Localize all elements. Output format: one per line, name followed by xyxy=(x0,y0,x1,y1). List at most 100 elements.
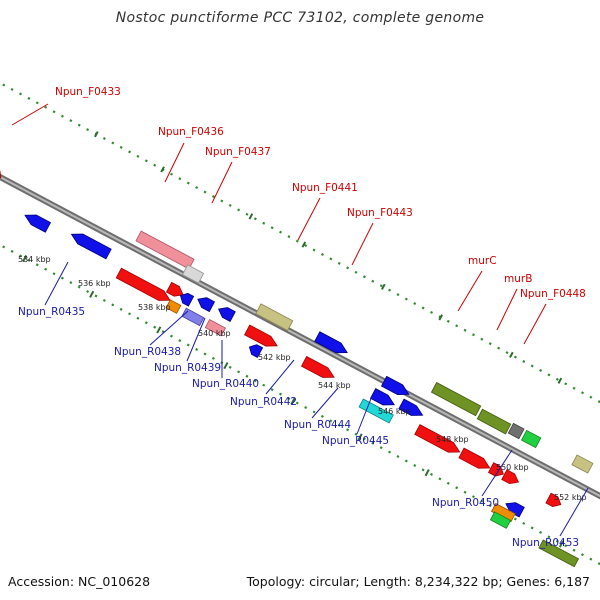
reverse-box-3 xyxy=(358,398,394,424)
tick-label[interactable]: 548 kbp xyxy=(436,435,469,444)
reverse-track-dot xyxy=(480,499,484,503)
forward-gene-4[interactable] xyxy=(414,424,461,453)
reverse-track-dot xyxy=(346,428,350,432)
reverse-box-5 xyxy=(489,511,512,529)
backbone-layer xyxy=(0,173,600,500)
mid-blue-gene-0[interactable] xyxy=(380,375,410,395)
reverse-gene-6[interactable] xyxy=(505,502,525,518)
forward-blue-gene-0[interactable] xyxy=(314,331,348,354)
tick-label[interactable]: 540 kbp xyxy=(198,329,231,338)
reverse-track-dot xyxy=(77,285,81,289)
reverse-track-dot xyxy=(228,365,232,369)
forward-track-dot xyxy=(572,386,576,390)
reverse-gene-label[interactable]: Npun_R0438 xyxy=(114,346,181,358)
forward-leader-line xyxy=(164,142,185,183)
forward-track-dot xyxy=(287,235,291,239)
tick-label[interactable]: 552 kbp xyxy=(554,493,587,502)
reverse-track-dot xyxy=(161,330,165,334)
reverse-box-0 xyxy=(165,299,182,314)
forward-gene-label[interactable]: Npun_F0443 xyxy=(347,207,413,219)
reverse-track-dot xyxy=(211,356,215,360)
forward-track-dot xyxy=(513,355,517,359)
tick-label[interactable]: 546 kbp xyxy=(378,407,411,416)
forward-gene-label[interactable]: murC xyxy=(468,255,497,267)
forward-gene-2[interactable] xyxy=(244,324,278,347)
reverse-gene-label[interactable]: Npun_R0442 xyxy=(230,396,297,408)
forward-track-dot xyxy=(471,333,475,337)
forward-track-dot xyxy=(480,337,484,341)
tick-label[interactable]: 534 kbp xyxy=(18,255,51,264)
reverse-track-dot xyxy=(388,450,392,454)
reverse-track-dot xyxy=(522,521,526,525)
forward-track-dot xyxy=(404,297,408,301)
reverse-track-dot xyxy=(547,535,551,539)
reverse-gene-label[interactable]: Npun_R0444 xyxy=(284,419,351,431)
forward-gene-5[interactable] xyxy=(458,447,491,469)
forward-track-dot xyxy=(170,172,173,176)
reverse-gene-label[interactable]: Npun_R0445 xyxy=(322,435,389,447)
reverse-gene-0[interactable] xyxy=(24,214,52,233)
reverse-gene-1[interactable] xyxy=(70,233,112,260)
reverse-gene-label[interactable]: Npun_R0453 xyxy=(512,537,579,549)
reverse-track-dot xyxy=(320,414,324,418)
forward-track-dot xyxy=(530,364,534,368)
forward-gene-8[interactable] xyxy=(545,492,562,507)
forward-gene-label[interactable]: Npun_F0437 xyxy=(205,146,271,158)
reverse-track-dot xyxy=(354,432,358,436)
forward-track-dot xyxy=(270,226,274,230)
reverse-track-dot xyxy=(312,410,316,414)
reverse-tick xyxy=(558,540,564,548)
forward-track-dot xyxy=(555,377,559,381)
tick-label[interactable]: 550 kbp xyxy=(496,463,529,472)
mid-blue-gene-1[interactable] xyxy=(398,398,424,416)
tick-label[interactable]: 542 kbp xyxy=(258,353,291,362)
reverse-track-dot xyxy=(279,392,282,396)
forward-tick xyxy=(557,377,563,384)
reverse-track-dot xyxy=(430,472,433,476)
forward-gene-7[interactable] xyxy=(501,469,520,485)
reverse-gene-label[interactable]: Npun_R0435 xyxy=(18,306,85,318)
forward-gene-label[interactable]: Npun_F0436 xyxy=(158,126,224,138)
reverse-track-dot xyxy=(111,303,115,307)
forward-gene-label[interactable]: Npun_F0448 xyxy=(520,288,586,300)
forward-tick xyxy=(248,213,254,220)
forward-tick xyxy=(509,351,514,359)
forward-track-dot xyxy=(220,199,224,203)
forward-track-dot xyxy=(589,395,593,399)
forward-track-dot xyxy=(497,346,501,350)
forward-box-5 xyxy=(507,422,525,440)
tick-label[interactable]: 544 kbp xyxy=(318,381,351,390)
reverse-gene-label[interactable]: Npun_R0450 xyxy=(432,497,499,509)
reverse-gene-label[interactable]: Npun_R0440 xyxy=(192,378,259,390)
forward-gene-1[interactable] xyxy=(165,281,184,297)
reverse-track-dot xyxy=(362,437,366,441)
forward-box-3 xyxy=(430,381,482,417)
reverse-box-2 xyxy=(204,319,227,337)
tick-label[interactable]: 536 kbp xyxy=(78,279,111,288)
tick-label[interactable]: 538 kbp xyxy=(138,303,171,312)
reverse-tick xyxy=(22,255,28,263)
reverse-gene-5[interactable] xyxy=(248,344,264,359)
forward-gene-edge[interactable] xyxy=(0,168,2,180)
reverse-gene-3[interactable] xyxy=(197,297,216,313)
forward-track-dot xyxy=(2,83,6,87)
forward-track-dot xyxy=(312,248,316,252)
forward-gene-0[interactable] xyxy=(115,267,171,301)
forward-gene-3[interactable] xyxy=(300,355,335,378)
reverse-track-dot xyxy=(446,481,450,485)
reverse-gene-4[interactable] xyxy=(217,307,236,322)
forward-gene-label[interactable]: Npun_F0433 xyxy=(55,86,121,98)
forward-tick xyxy=(160,166,165,173)
forward-gene-label[interactable]: Npun_F0441 xyxy=(292,182,358,194)
reverse-leader-line xyxy=(559,487,589,537)
forward-gene-6[interactable] xyxy=(487,462,504,477)
forward-track-dot xyxy=(52,110,56,114)
reverse-gene-2[interactable] xyxy=(179,292,195,307)
forward-track-dot xyxy=(203,190,207,194)
forward-leader-line xyxy=(211,161,233,204)
forward-gene-label[interactable]: murB xyxy=(504,273,532,285)
reverse-gene-label[interactable]: Npun_R0439 xyxy=(154,362,221,374)
reverse-track-dot xyxy=(186,343,190,347)
forward-track-dot xyxy=(102,137,106,140)
